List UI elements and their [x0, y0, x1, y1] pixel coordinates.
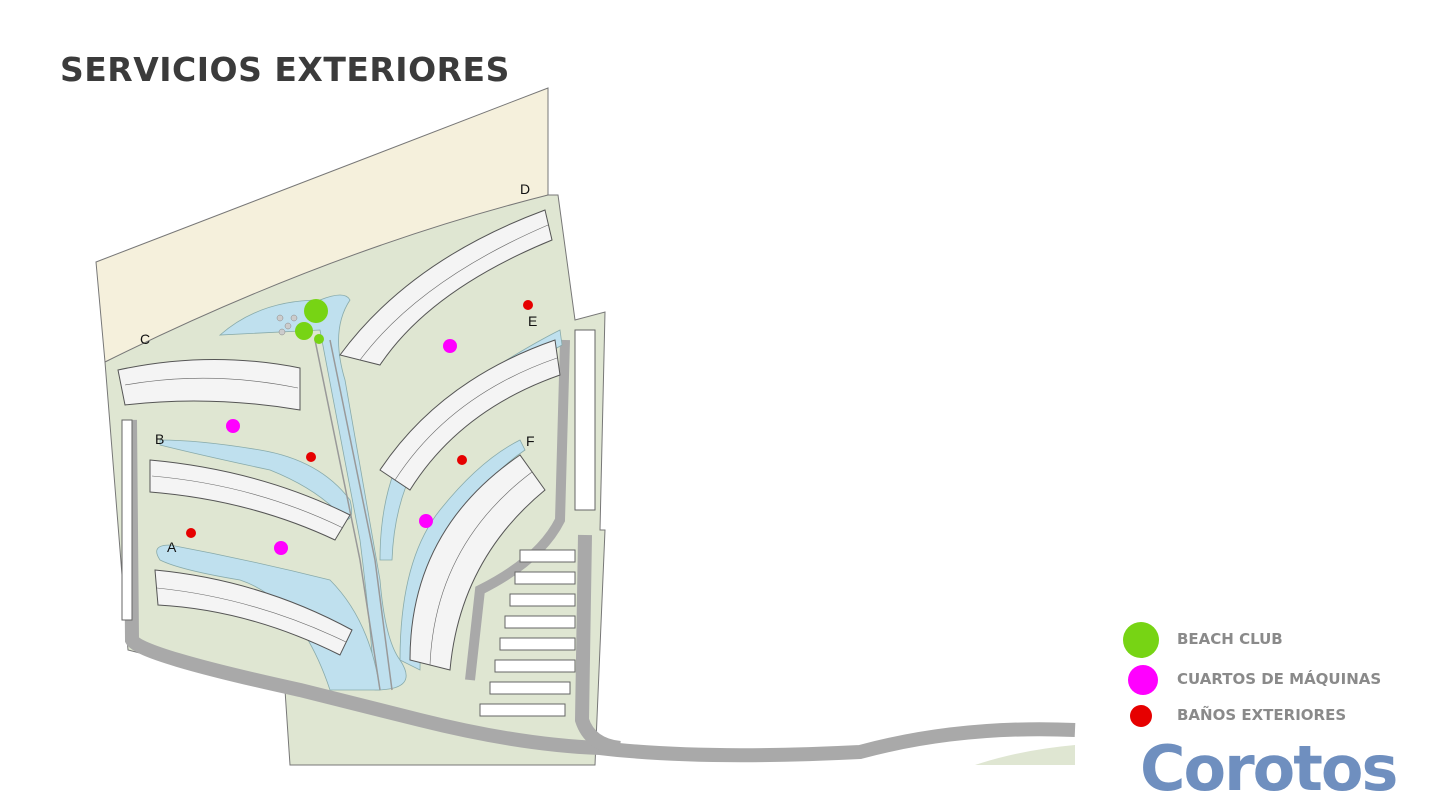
green-dot-icon — [1123, 622, 1159, 658]
restroom-marker — [523, 300, 533, 310]
beach-club-area — [276, 314, 298, 336]
central-walkway — [329, 339, 393, 691]
building-label-f: F — [526, 433, 535, 449]
legend-label: CUARTOS DE MÁQUINAS — [1177, 670, 1382, 688]
parking-lots — [121, 329, 596, 717]
building-d — [339, 209, 553, 366]
beach-club-markers — [295, 299, 328, 344]
machine-room-marker — [226, 419, 240, 433]
building-label-d: D — [520, 181, 530, 197]
page-title: SERVICIOS EXTERIORES — [60, 50, 510, 89]
building-detail — [124, 224, 558, 666]
legend-label: BEACH CLUB — [1177, 630, 1283, 648]
beach-club-marker — [304, 299, 328, 323]
restroom-marker — [186, 528, 196, 538]
building-e — [379, 339, 561, 491]
corotos-watermark-logo: Corotos — [1140, 732, 1398, 805]
machine-room-marker — [443, 339, 457, 353]
building-a — [154, 569, 353, 656]
building-label-c: C — [140, 331, 150, 347]
access-road — [574, 534, 622, 755]
building-c — [117, 359, 301, 411]
restroom-marker — [457, 455, 467, 465]
beach-club-marker — [295, 322, 313, 340]
building-label-b: B — [155, 431, 164, 447]
red-dot-icon — [1130, 705, 1152, 727]
building-label-a: A — [167, 539, 177, 555]
building-f — [409, 454, 546, 671]
machine-room-marker — [274, 541, 288, 555]
restroom-marker — [306, 452, 316, 462]
buildings — [117, 209, 561, 671]
central-walkway — [314, 339, 381, 691]
restroom-markers — [186, 300, 533, 538]
land-area-right — [975, 745, 1075, 765]
machine-room-markers — [226, 339, 457, 555]
machine-room-marker — [419, 514, 433, 528]
magenta-dot-icon — [1128, 665, 1158, 695]
legend-label: BAÑOS EXTERIORES — [1177, 706, 1347, 724]
building-label-e: E — [528, 313, 537, 329]
beach-club-marker — [314, 334, 324, 344]
